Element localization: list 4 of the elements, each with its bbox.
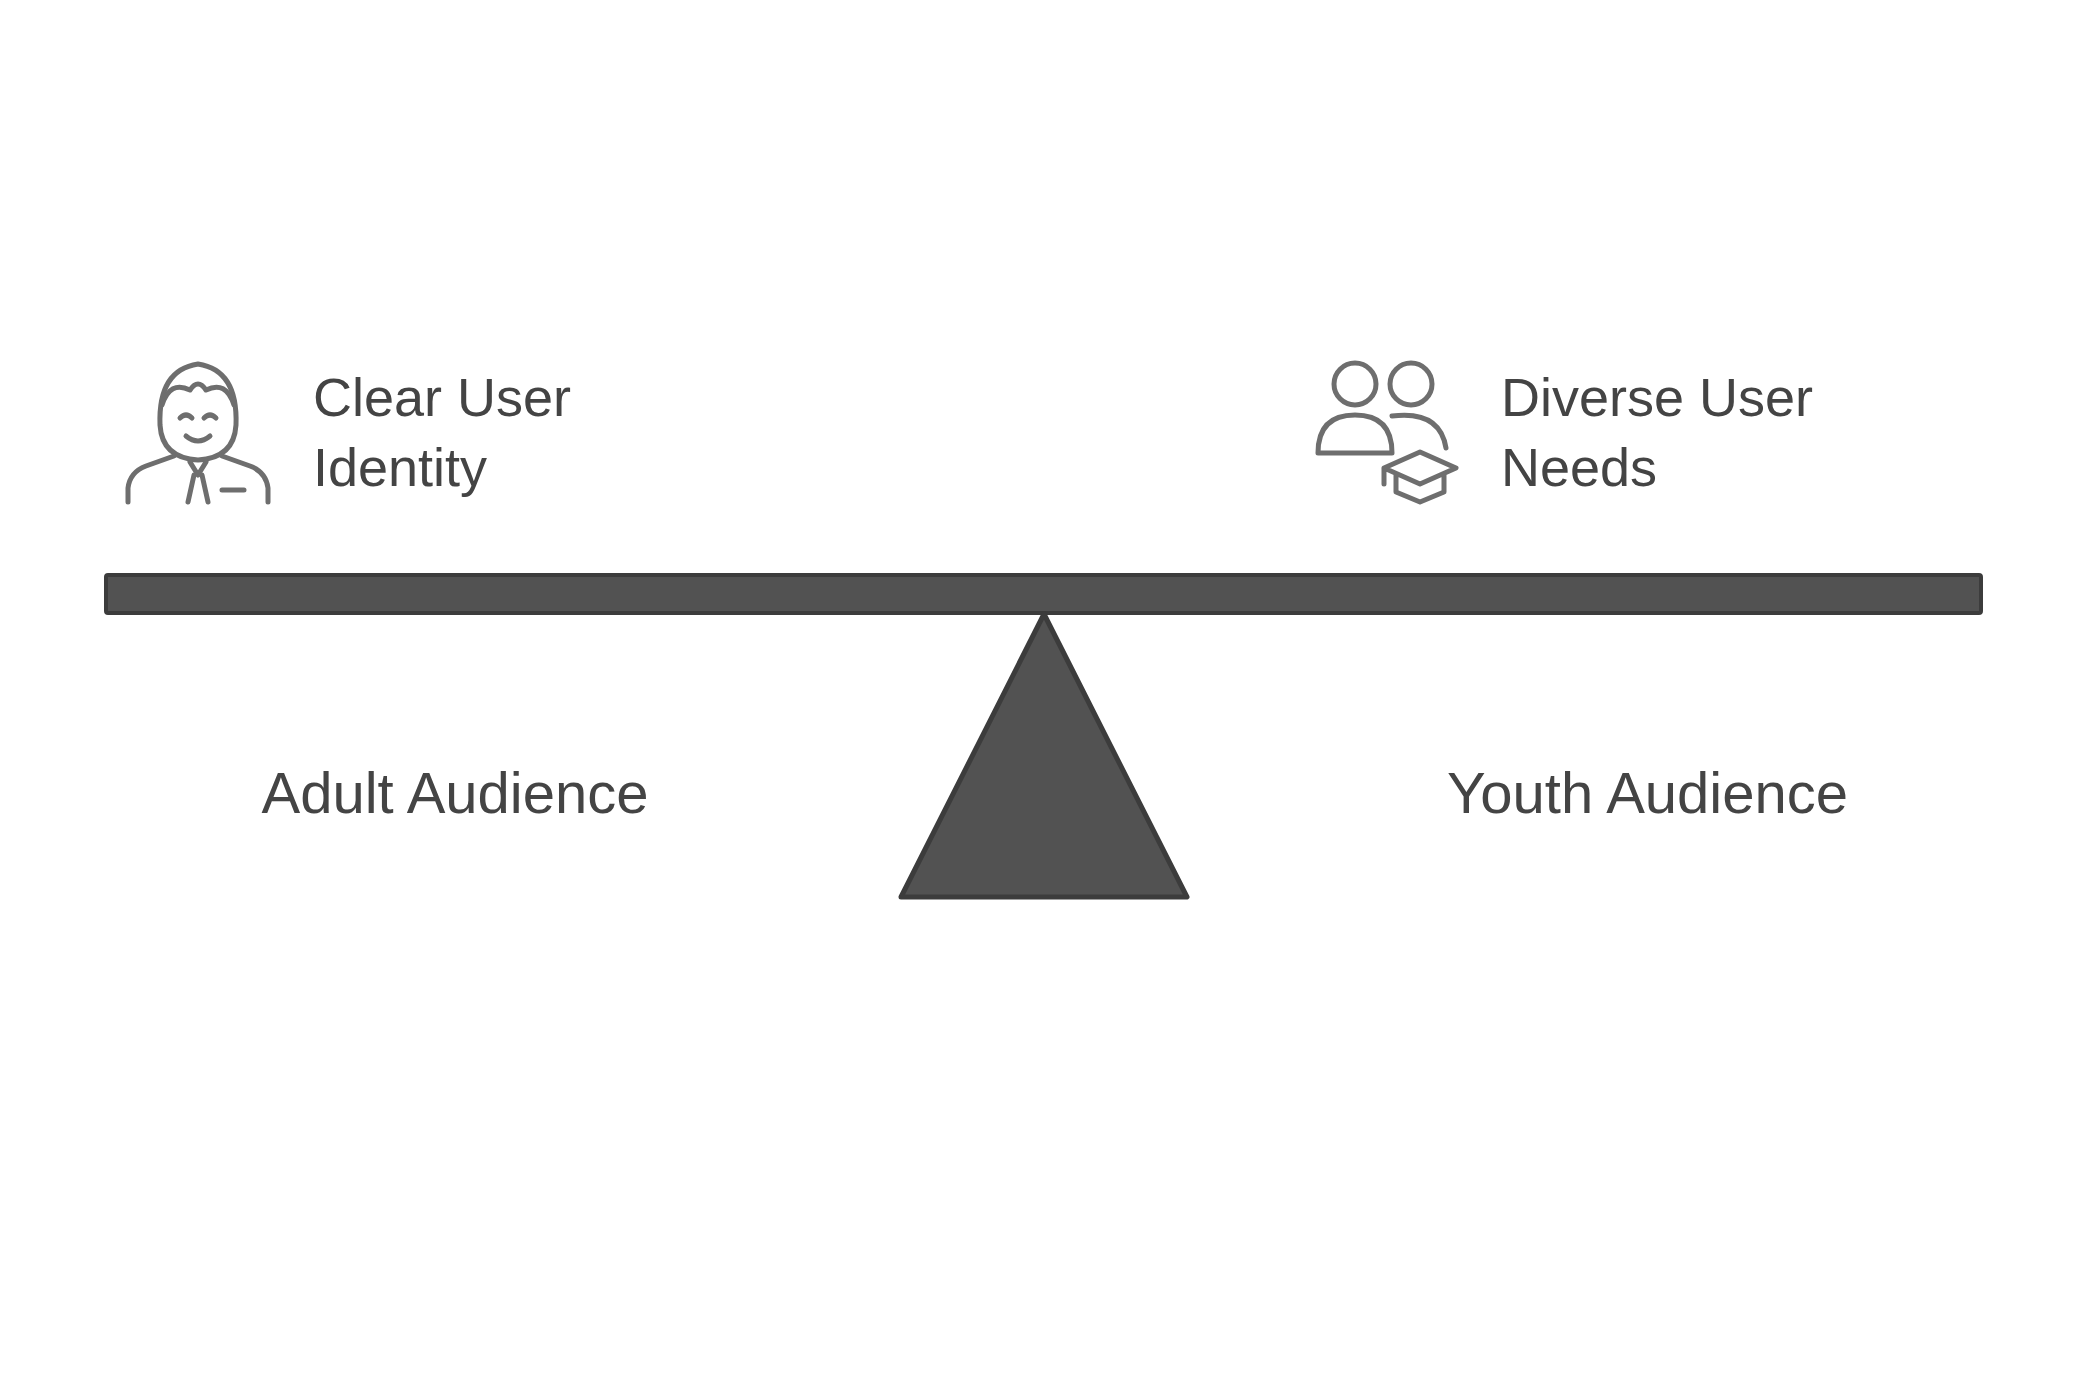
- audience-label: Adult Audience: [260, 759, 650, 827]
- audience-label: Youth Audience: [1446, 759, 1849, 827]
- heading-text: Clear User Identity: [313, 366, 573, 500]
- heading-text: Diverse User Needs: [1501, 366, 1815, 500]
